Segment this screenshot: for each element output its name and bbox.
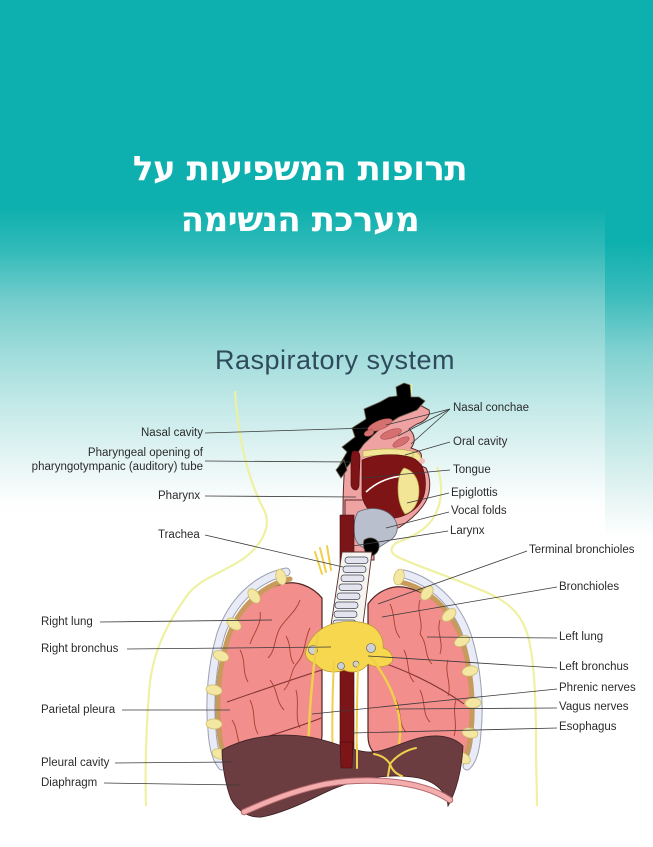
label-parietal-pleura: Parietal pleura	[41, 704, 116, 716]
right-pleura-and-ribs	[205, 567, 293, 771]
slide-title-line1: תרופות המשפיעות על	[132, 149, 468, 189]
label-nasal-conchae: Nasal conchae	[453, 402, 530, 414]
leader-lines	[99, 408, 558, 786]
label-epiglottis: Epiglottis	[451, 487, 498, 499]
label-larynx: Larynx	[450, 525, 485, 537]
label-esophagus: Esophagus	[559, 721, 617, 733]
label-pleural-cavity: Pleural cavity	[41, 757, 110, 769]
label-tongue: Tongue	[453, 464, 491, 476]
nasopharynx	[350, 450, 361, 491]
label-phrenic-nerves: Phrenic nerves	[559, 682, 636, 694]
background-gradient	[0, 0, 653, 518]
label-bronchioles: Bronchioles	[559, 581, 620, 593]
label-left-bronchus: Left bronchus	[559, 661, 629, 673]
epiglottis-shape	[397, 467, 420, 515]
label-vagus-nerves: Vagus nerves	[559, 701, 629, 713]
label-right-bronchus: Right bronchus	[41, 643, 119, 655]
head-section	[335, 382, 431, 561]
diaphragm-shape	[221, 734, 464, 818]
label-nasal-cavity: Nasal cavity	[141, 427, 203, 439]
label-diaphragm: Diaphragm	[41, 777, 98, 789]
label-vocal-folds: Vocal folds	[451, 505, 507, 517]
slide-title-line2: מערכת הנשימה	[180, 200, 420, 240]
trachea-shape	[329, 551, 373, 633]
label-right-lung: Right lung	[41, 616, 93, 628]
label-pharynx: Pharynx	[158, 490, 201, 502]
label-terminal-bronchioles: Terminal bronchioles	[529, 544, 635, 556]
left-pleura-and-ribs	[393, 568, 483, 771]
pulmonary-plexus	[305, 620, 393, 673]
label-trachea: Trachea	[158, 529, 200, 541]
label-pharyngeal-opening: Pharyngeal opening of pharyngotympanic (…	[31, 447, 203, 473]
background-gradient-right-strip	[605, 0, 653, 538]
slide-title-hebrew: תרופות המשפיעות על מערכת הנשימה	[0, 144, 600, 246]
label-oral-cavity: Oral cavity	[453, 436, 508, 448]
label-left-lung: Left lung	[559, 631, 604, 643]
diagram-title: Raspiratory system	[214, 345, 456, 375]
